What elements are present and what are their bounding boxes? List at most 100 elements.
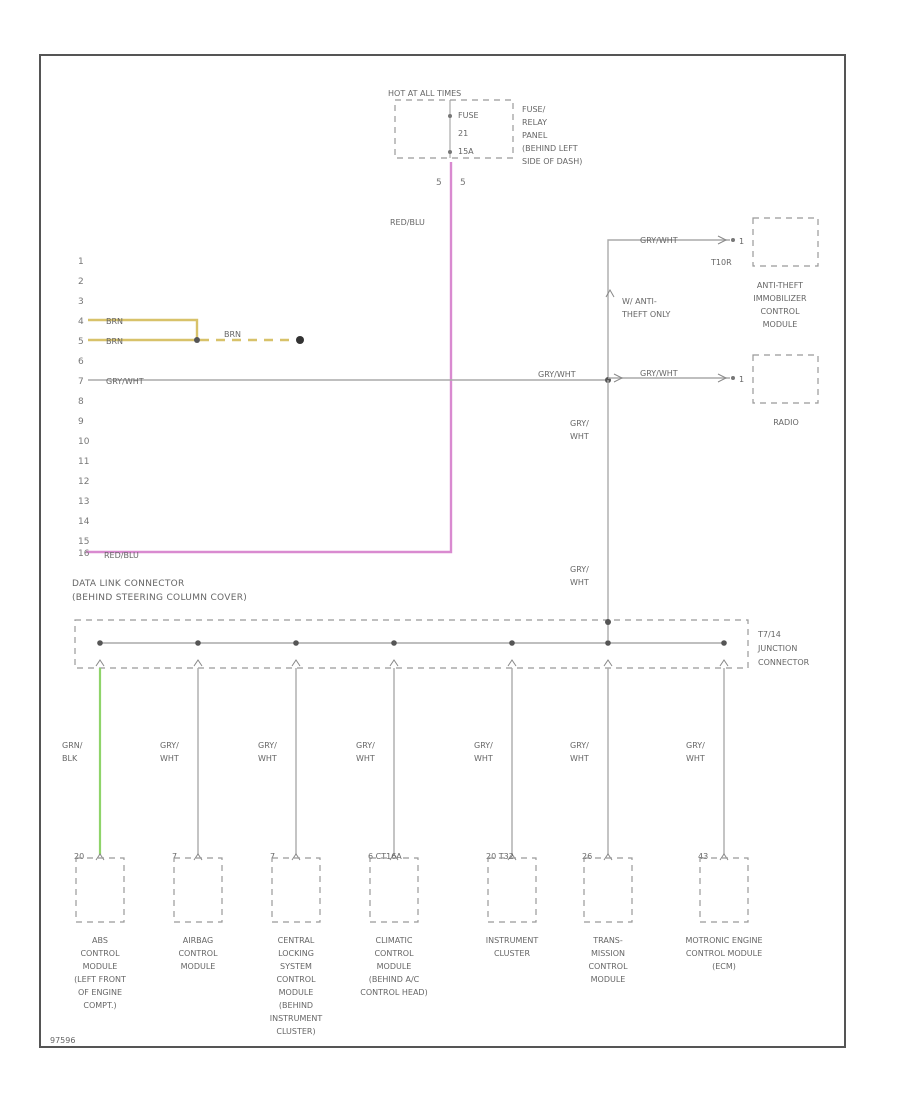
module-pin-3: 7 xyxy=(270,852,275,861)
module-pin-2: 7 xyxy=(172,852,177,861)
module-label-3-1: CENTRAL xyxy=(278,936,315,945)
dlc-pin-8: 8 xyxy=(78,397,84,407)
module-label-1-1: ABS xyxy=(92,936,108,945)
module-wire-label-7-1: GRY/ xyxy=(686,741,705,750)
radio-box xyxy=(752,354,819,404)
dlc-label-1: DATA LINK CONNECTOR xyxy=(72,579,185,589)
footer-code: 97596 xyxy=(50,1036,75,1045)
anti-theft-arrow xyxy=(717,235,728,245)
junction-pin-arrow-1 xyxy=(95,659,105,667)
module-wire-label-2-1: GRY/ xyxy=(160,741,179,750)
dlc-pin-7: 7 xyxy=(78,377,84,387)
fuse-rating: 15A xyxy=(458,147,474,156)
module-box-3 xyxy=(271,857,321,923)
fuse-terminal-bottom xyxy=(448,150,452,154)
module-label-4-2: CONTROL xyxy=(374,949,414,958)
trunk-upper-label-1: GRY/ xyxy=(570,419,589,428)
fuse-panel-box xyxy=(394,99,514,159)
brn-pin4-label: BRN xyxy=(106,317,123,326)
trunk-lower-label-2: WHT xyxy=(570,578,589,587)
wire-brn-pin4 xyxy=(88,318,199,340)
dlc-pin-13: 13 xyxy=(78,497,89,507)
dlc-pin-15: 15 xyxy=(78,537,89,547)
module-label-1-5: OF ENGINE xyxy=(78,988,122,997)
anti-theft-label-2: IMMOBILIZER xyxy=(753,294,807,303)
junction-splice-4 xyxy=(391,640,397,646)
module-label-1-3: MODULE xyxy=(83,962,118,971)
radio-wire-label: GRY/WHT xyxy=(640,369,678,378)
module-label-2-1: AIRBAG xyxy=(183,936,213,945)
module-label-4-4: (BEHIND A/C xyxy=(369,975,420,984)
junction-splice-3 xyxy=(293,640,299,646)
fuse-label: FUSE xyxy=(458,111,479,120)
module-box-4 xyxy=(369,857,419,923)
module-label-6-1: TRANS- xyxy=(592,936,623,945)
junction-connector: T7/14 JUNCTION CONNECTOR xyxy=(74,619,810,669)
module-pin-arrow-6 xyxy=(603,853,613,861)
radio-pin: 1 xyxy=(739,375,744,384)
dlc-pin-5: 5 xyxy=(78,337,84,347)
junction-label-1: T7/14 xyxy=(757,630,781,639)
fuse-panel: HOT AT ALL TIMES FUSE 21 15A FUSE/ RELAY… xyxy=(388,89,582,188)
junction-label-2: JUNCTION xyxy=(757,644,797,653)
module-pin-6: 26 xyxy=(582,852,592,861)
module-label-3-3: SYSTEM xyxy=(280,962,312,971)
anti-theft-label-3: CONTROL xyxy=(760,307,800,316)
fuse-panel-desc-1: FUSE/ xyxy=(522,105,546,114)
fuse-terminal-top xyxy=(448,114,452,118)
module-wire-label-7-2: WHT xyxy=(686,754,705,763)
diagram-border xyxy=(39,54,846,1048)
radio-branch: GRY/WHT GRY/WHT 1 RADIO xyxy=(538,354,819,427)
module-label-3-6: (BEHIND xyxy=(279,1001,313,1010)
module-label-3-7: INSTRUMENT xyxy=(270,1014,323,1023)
radio-label: RADIO xyxy=(773,418,799,427)
pin16-wire-label: RED/BLU xyxy=(104,551,139,560)
dlc-pin-1: 1 xyxy=(78,257,84,267)
module-wire-label-3-2: WHT xyxy=(258,754,277,763)
anti-theft-connector: T10R xyxy=(710,258,732,267)
module-wire-label-3-1: GRY/ xyxy=(258,741,277,750)
module-pin-arrow-2 xyxy=(193,853,203,861)
brn-ground-label: BRN xyxy=(224,330,241,339)
module-label-3-4: CONTROL xyxy=(276,975,316,984)
ground-icon xyxy=(296,336,304,344)
module-box-5 xyxy=(487,857,537,923)
dlc-label-2: (BEHIND STEERING COLUMN COVER) xyxy=(72,593,247,603)
module-label-3-8: CLUSTER) xyxy=(276,1027,315,1036)
module-label-7-1: MOTRONIC ENGINE xyxy=(685,936,762,945)
anti-theft-branch: GRY/WHT 1 T10R W/ ANTI- THEFT ONLY ANTI-… xyxy=(605,217,819,380)
module-label-2-2: CONTROL xyxy=(178,949,218,958)
junction-splice-2 xyxy=(195,640,201,646)
brn-splice xyxy=(194,337,200,343)
module-wire-label-2-2: WHT xyxy=(160,754,179,763)
brn-pin5-label: BRN xyxy=(106,337,123,346)
module-wire-label-1-2: BLK xyxy=(62,754,78,763)
module-label-3-5: MODULE xyxy=(279,988,314,997)
radio-left-arrow xyxy=(613,373,624,383)
dlc-pin-14: 14 xyxy=(78,517,90,527)
dlc-pin-12: 12 xyxy=(78,477,89,487)
module-label-1-2: CONTROL xyxy=(80,949,120,958)
dlc-pin-9: 9 xyxy=(78,417,84,427)
fuse-panel-desc-5: SIDE OF DASH) xyxy=(522,157,582,166)
wire-anti-theft xyxy=(607,239,730,380)
fuse-number: 21 xyxy=(458,129,468,138)
module-wire-label-6-1: GRY/ xyxy=(570,741,589,750)
module-wire-label-4-1: GRY/ xyxy=(356,741,375,750)
dlc-pin-4: 4 xyxy=(78,317,84,327)
junction-pin-arrow-2 xyxy=(193,659,203,667)
module-pin-arrow-1 xyxy=(95,853,105,861)
dlc-pin-2: 2 xyxy=(78,277,84,287)
fuse-pin-right: 5 xyxy=(460,178,466,188)
module-label-1-4: (LEFT FRONT xyxy=(74,975,126,984)
junction-pin-arrow-3 xyxy=(291,659,301,667)
module-label-4-1: CLIMATIC xyxy=(376,936,413,945)
module-label-7-3: (ECM) xyxy=(712,962,736,971)
module-pin-7: 43 xyxy=(698,852,708,861)
radio-arrow xyxy=(717,373,728,383)
module-label-3-2: LOCKING xyxy=(278,949,314,958)
junction-splice-7 xyxy=(721,640,727,646)
trunk-upper-label-2: WHT xyxy=(570,432,589,441)
